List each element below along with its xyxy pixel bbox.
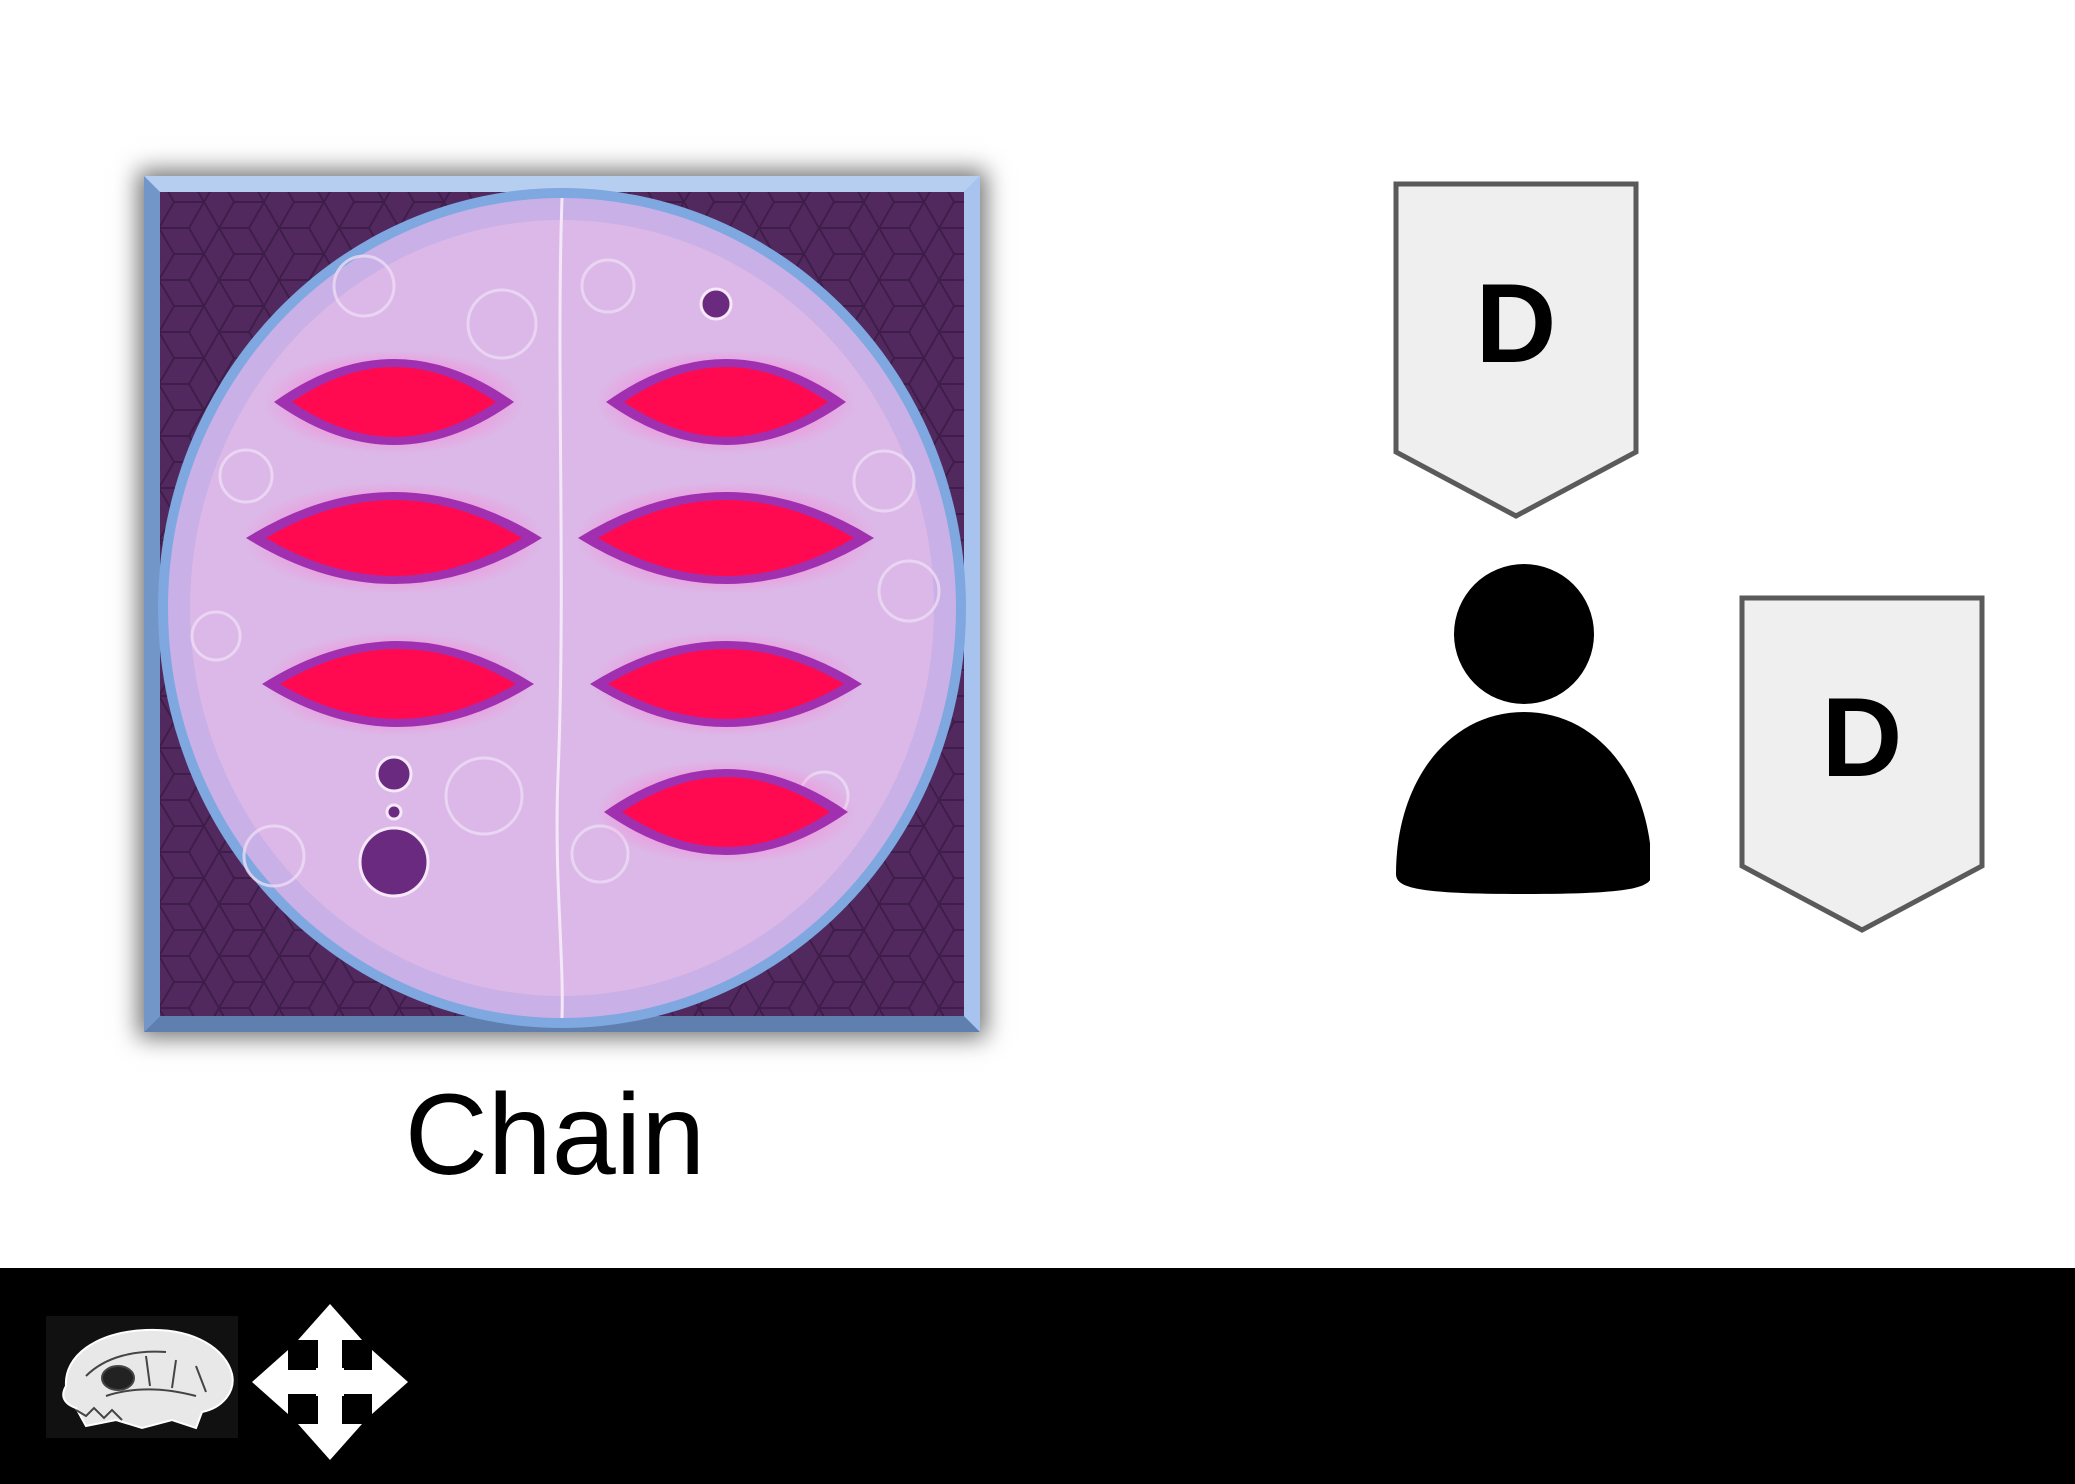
card-title: Chain [404, 1071, 706, 1199]
person-icon[interactable] [1390, 560, 1652, 905]
tag-icon [1393, 181, 1639, 519]
bottom-toolbar [0, 1268, 2075, 1484]
tag-letter: D [1475, 261, 1557, 386]
chain-card[interactable] [144, 176, 980, 1032]
tag-badge[interactable]: D [1392, 180, 1640, 520]
chain-card-art [144, 176, 980, 1032]
tag-letter: D [1821, 675, 1903, 800]
move-arrows-icon[interactable] [250, 1302, 410, 1462]
skull-icon[interactable] [46, 1316, 238, 1438]
tag-icon [1739, 595, 1985, 933]
tag-badge[interactable]: D [1738, 594, 1986, 934]
